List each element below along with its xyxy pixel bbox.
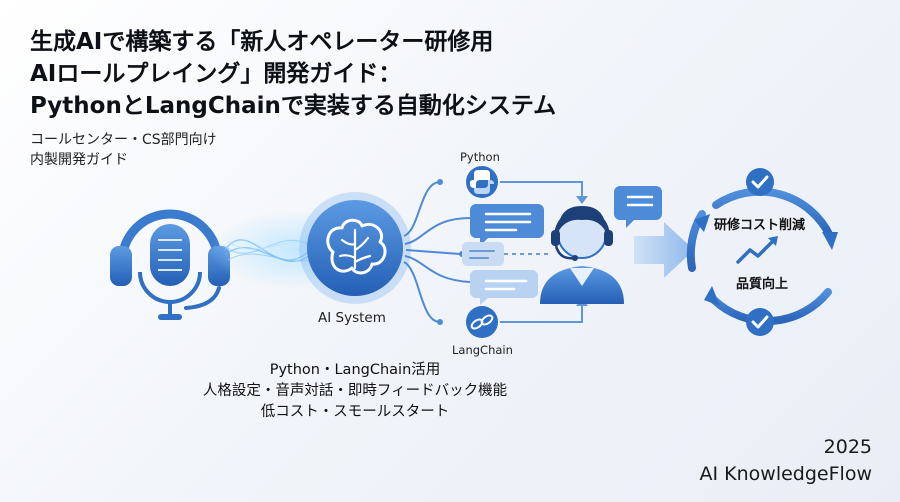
chat-bubble-icon xyxy=(462,242,504,266)
langchain-label: LangChain xyxy=(452,343,513,357)
arrowhead xyxy=(576,196,588,204)
feature-line-3: 低コスト・スモールスタート xyxy=(260,404,450,420)
process-arrow xyxy=(634,222,694,278)
cycle-cost-label: 研修コスト削減 xyxy=(714,218,806,233)
footer-brand: AI KnowledgeFlow xyxy=(699,463,872,485)
subtitle-line-1: コールセンター・CS部門向け xyxy=(30,132,217,148)
chat-bubble-icon xyxy=(614,186,662,228)
subtitle: コールセンター・CS部門向け 内製開発ガイド xyxy=(30,130,217,170)
python-label: Python xyxy=(460,150,500,164)
feature-line-1: Python・LangChain活用 xyxy=(269,362,441,378)
flow-lines xyxy=(403,181,583,323)
cycle-quality-label: 品質向上 xyxy=(736,277,789,292)
trend-up-icon xyxy=(736,236,778,264)
langchain-logo-icon xyxy=(466,306,498,338)
ai-system-label: AI System xyxy=(318,310,386,326)
cycle-arrows-icon xyxy=(686,187,838,326)
title-line-3: PythonとLangChainで実装する自動化システム xyxy=(30,93,557,119)
title-line-1: 生成AIで構築する「新人オペレーター研修用 xyxy=(30,29,494,55)
headset-microphone-icon xyxy=(110,209,230,320)
footer-year: 2025 xyxy=(823,436,872,458)
flow-node xyxy=(437,319,443,325)
flow-node xyxy=(437,179,443,185)
chat-bubble-icon xyxy=(470,204,544,246)
footer: 2025 AI KnowledgeFlow xyxy=(700,434,872,488)
operator-headset-icon xyxy=(540,206,624,304)
brain-icon xyxy=(299,192,411,304)
feature-line-2: 人格設定・音声対話・即時フィードバック機能 xyxy=(202,383,508,399)
checkmark-icon xyxy=(746,308,774,336)
feature-list: Python・LangChain活用 人格設定・音声対話・即時フィードバック機能… xyxy=(175,360,535,423)
python-logo-icon xyxy=(466,166,498,198)
page-title: 生成AIで構築する「新人オペレーター研修用 AIロールプレイング」開発ガイド： … xyxy=(30,26,650,122)
chat-bubble-icon xyxy=(470,270,538,305)
title-line-2: AIロールプレイング」開発ガイド： xyxy=(30,61,402,87)
checkmark-icon xyxy=(746,168,774,196)
subtitle-line-2: 内製開発ガイド xyxy=(30,152,128,168)
